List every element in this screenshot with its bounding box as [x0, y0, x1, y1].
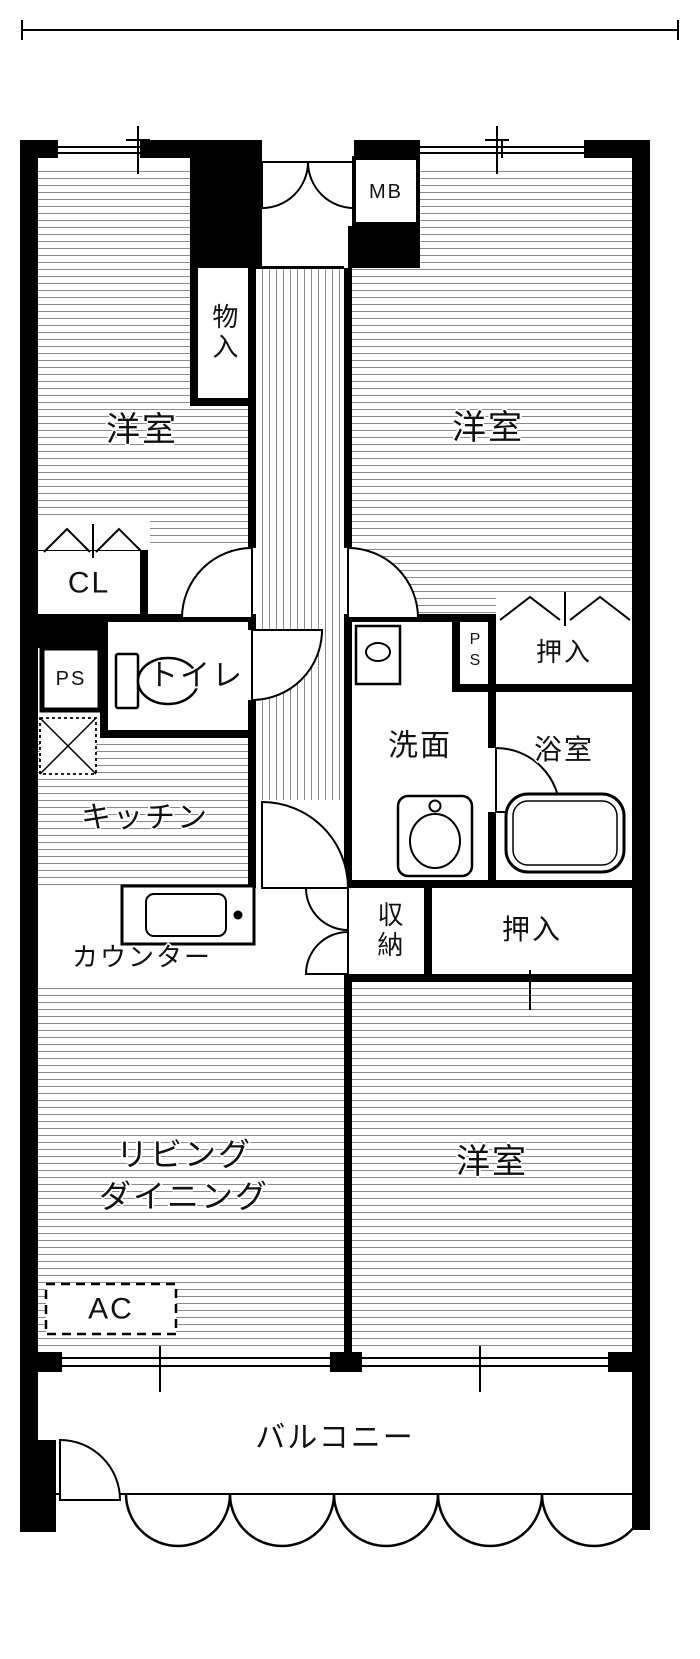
meter-box — [352, 156, 420, 226]
label-pipe-space-left: PS — [55, 668, 87, 690]
label-balcony: バルコニー — [255, 1421, 415, 1455]
service-boxes — [39, 156, 420, 1336]
floor-hatch-bedroom-bottom — [352, 982, 632, 1352]
vanity-basin-icon — [409, 813, 461, 869]
label-oshiire-lower: 押入 — [501, 913, 563, 945]
label-oshiire-upper: 押入 — [535, 637, 593, 668]
door-swings — [59, 161, 562, 1501]
label-washroom: 洗面 — [388, 729, 452, 763]
label-living-dining: リビング ダイニング — [98, 1136, 270, 1214]
label-bedroom-top-left: 洋室 — [106, 410, 178, 449]
dimension-line — [21, 20, 679, 40]
kitchen-faucet-icon — [233, 910, 243, 920]
label-toilet: トイレ — [148, 659, 244, 693]
washer-drain-icon — [365, 642, 391, 662]
toilet-door-icon — [251, 629, 324, 702]
label-kitchen: キッチン — [81, 801, 209, 835]
label-bathroom: 浴室 — [533, 733, 595, 765]
pipe-space-left-box — [39, 645, 103, 713]
fixtures — [114, 624, 626, 946]
toilet-bowl-icon — [136, 656, 200, 706]
toilet-tank-icon — [114, 652, 140, 710]
living-door-icon — [261, 800, 350, 889]
hall-storage-box — [198, 268, 248, 398]
vanity-faucet-icon — [428, 799, 442, 813]
walls — [20, 140, 650, 1532]
label-bedroom-bottom: 洋室 — [456, 1142, 528, 1181]
folding-door-symbols — [43, 524, 631, 626]
oshiire-folding-door-icon — [499, 595, 631, 621]
kitchen-sink-icon — [145, 893, 227, 937]
entrance-door-right-icon — [306, 161, 355, 210]
bathtub-inner-icon — [512, 800, 618, 866]
wall-tick-marks — [126, 126, 531, 1392]
label-closet: CL — [67, 566, 111, 600]
floor-hatch-hallway — [256, 268, 344, 800]
label-pipe-space-right: PS — [466, 631, 484, 673]
label-ac: AC — [88, 1292, 134, 1326]
ac-box — [44, 1282, 178, 1336]
windows — [32, 140, 648, 1495]
shuno-door-top-icon — [304, 887, 349, 932]
entrance-door-left-icon — [261, 161, 310, 210]
bedroom-left-door-icon — [180, 546, 253, 619]
label-meter-box: MB — [369, 181, 403, 203]
balcony-hatch-icon — [59, 1438, 122, 1501]
bedroom-right-door-icon — [347, 546, 420, 619]
balcony-scallops — [124, 1493, 648, 1548]
closet-folding-door-icon — [43, 527, 143, 553]
label-shuno: 収納 — [373, 901, 404, 961]
label-counter: カウンター — [71, 942, 213, 973]
label-bedroom-top-right: 洋室 — [452, 408, 524, 447]
label-hall-storage: 物入 — [208, 303, 239, 363]
shuno-door-bottom-icon — [304, 930, 349, 975]
